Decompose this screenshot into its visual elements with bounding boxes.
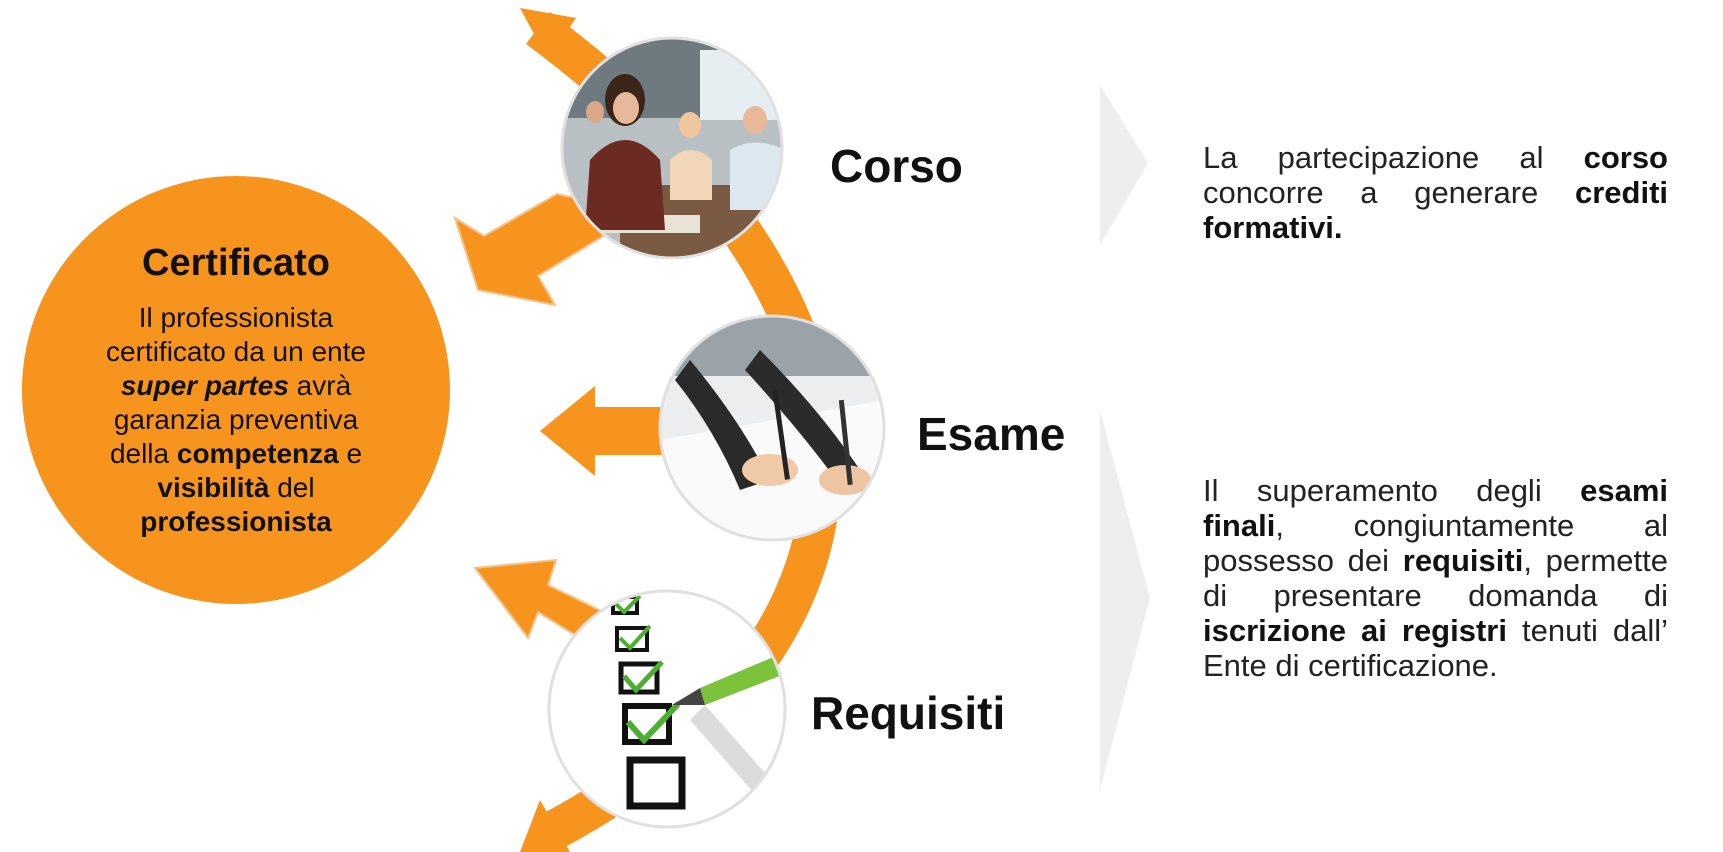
esame-description: Il superamento degli esami finali, congi… <box>1203 473 1668 683</box>
certificato-title: Certificato <box>142 241 330 284</box>
cert-desc-professionista: professionista <box>140 505 332 537</box>
esame-desc-part: , congiuntamente al possesso dei <box>1203 508 1668 578</box>
corso-desc-part: concorre a generare <box>1203 175 1575 210</box>
esame-desc-esami-finali: esami finali <box>1203 473 1668 543</box>
arc-top-end <box>520 8 576 60</box>
corso-description: La partecipazione al corso concorre a ge… <box>1203 140 1668 245</box>
cert-desc-part: Il professionista certificato da un ente <box>106 301 366 367</box>
certificato-circle: Certificato Il professionista certificat… <box>22 176 450 604</box>
chevron-top <box>1100 85 1148 245</box>
cert-desc-super-partes: super partes <box>120 369 289 401</box>
checklist-photo <box>547 589 787 829</box>
cert-desc-part: del <box>269 471 315 503</box>
cert-desc-part: avrà garanzia preventiva della <box>109 369 359 469</box>
corso-desc-corso: corso <box>1583 140 1668 175</box>
arrow-corso-to-certificato <box>453 192 607 307</box>
arc-bottom-end <box>520 800 570 852</box>
exam-writing-photo <box>658 314 886 542</box>
cert-desc-visibilita: visibilità <box>157 471 270 503</box>
step-label-esame: Esame <box>917 408 1066 460</box>
esame-desc-iscrizione: iscrizione ai registri <box>1203 613 1507 648</box>
corso-desc-part: La partecipazione al <box>1203 140 1584 175</box>
step-label-corso: Corso <box>830 140 963 192</box>
cert-desc-part: e <box>338 437 363 469</box>
chevron-bottom <box>1100 410 1150 790</box>
esame-desc-part: tenuti dall’ Ente di certificazione. <box>1203 613 1668 683</box>
esame-desc-part: , permette di presentare domanda di <box>1203 543 1668 613</box>
esame-desc-requisiti: requisiti <box>1402 543 1524 578</box>
arrow-esame-to-certificato <box>540 386 665 476</box>
esame-desc-part: Il superamento degli <box>1203 473 1581 508</box>
corso-desc-crediti: crediti formativi. <box>1203 175 1668 245</box>
certificato-description: Il professionista certificato da un ente… <box>82 301 390 539</box>
step-label-requisiti: Requisiti <box>811 687 1006 739</box>
cert-desc-competenza: competenza <box>176 437 339 469</box>
